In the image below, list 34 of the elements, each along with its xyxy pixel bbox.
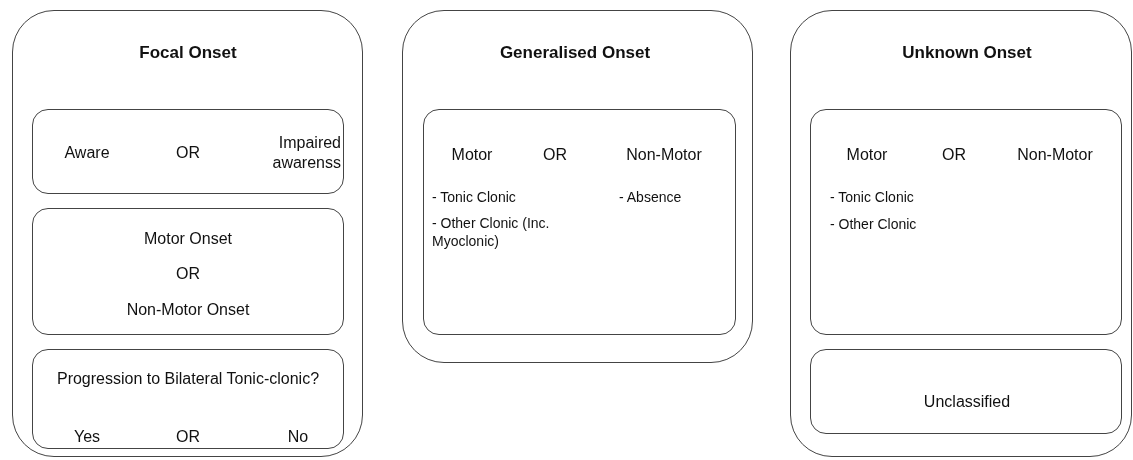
option-label: Non-Motor (626, 145, 702, 165)
or-label: OR (176, 264, 200, 284)
option-label: Motor (451, 145, 493, 165)
or-label: OR (543, 145, 567, 165)
option-label: Non-Motor Onset (126, 300, 250, 320)
option-label: Motor (846, 145, 888, 165)
option-label: Motor Onset (144, 229, 232, 249)
list-item: - Absence (619, 188, 682, 206)
option-label: No (287, 427, 309, 447)
category-panel (12, 10, 363, 457)
option-box (32, 208, 344, 335)
option-box (810, 349, 1122, 434)
list-item: - Tonic Clonic (830, 188, 914, 206)
option-box (32, 109, 344, 194)
or-label: OR (176, 427, 200, 447)
panel-title: Generalised Onset (499, 43, 651, 63)
list-item: - Other Clonic (Inc. Myoclonic) (432, 214, 551, 250)
list-item: - Tonic Clonic (432, 188, 516, 206)
option-label: Non-Motor (1017, 145, 1093, 165)
option-box (810, 109, 1122, 335)
option-label: Impaired awarenss (271, 133, 341, 173)
option-label: Yes (73, 427, 101, 447)
or-label: OR (942, 145, 966, 165)
option-label: Unclassified (923, 392, 1011, 412)
option-box (32, 349, 344, 449)
or-label: OR (176, 143, 200, 163)
panel-title: Focal Onset (139, 43, 237, 63)
panel-title: Unknown Onset (902, 43, 1032, 63)
question-text: Progression to Bilateral Tonic-clonic? (55, 369, 321, 389)
option-label: Aware (64, 143, 110, 163)
option-box (423, 109, 736, 335)
list-item: - Other Clonic (830, 215, 917, 233)
category-panel (790, 10, 1132, 457)
category-panel (402, 10, 753, 363)
